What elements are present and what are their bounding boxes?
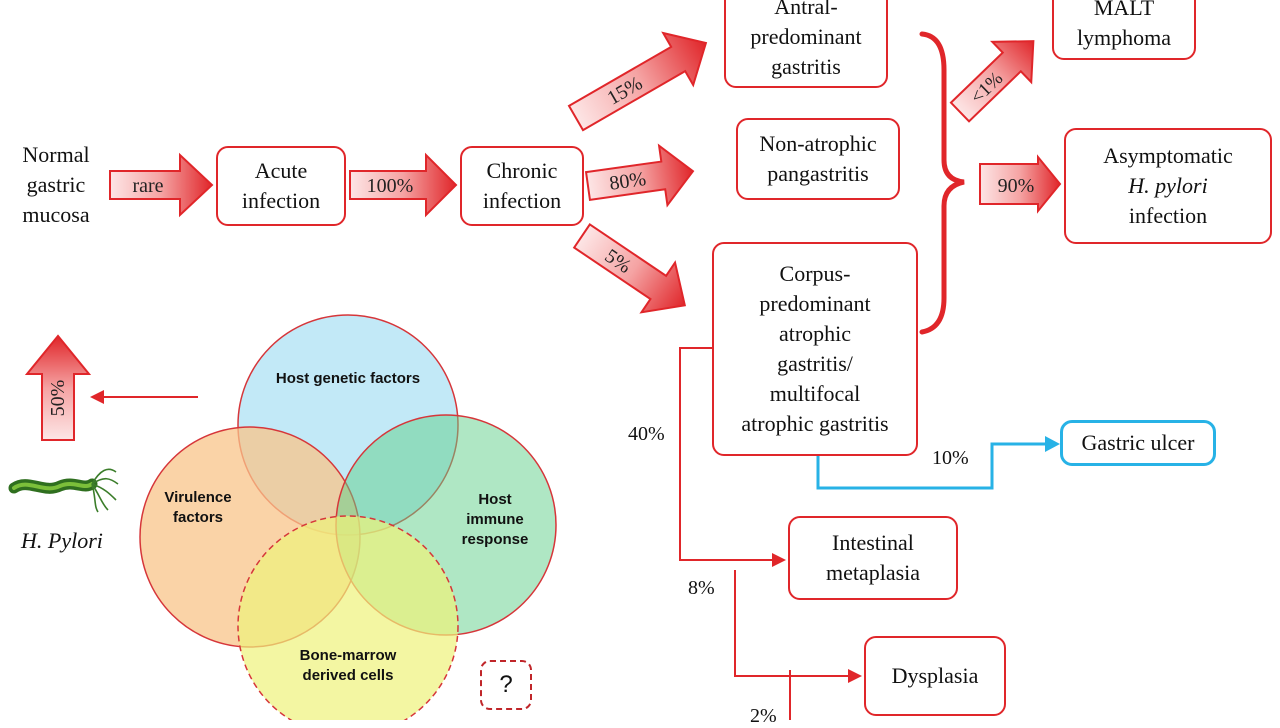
node-intestinal-metaplasia: Intestinal metaplasia [788,516,958,600]
node-acute-infection: Acute infection [216,146,346,226]
pct-to-intestinal: 40% [628,423,665,445]
pct-to-ulcer: 10% [932,447,969,469]
arrow-to-corpus: 5% [572,223,687,314]
arrow-to-chronic: 100% [349,152,458,218]
node-malt-lymphoma: MALT lymphoma [1052,0,1196,60]
asym-line-1: Asymptomatic [1103,143,1233,168]
question-box: ? [480,660,532,710]
venn-label-immune: Host immune response [461,491,529,548]
organism-label: H. Pylori [21,528,103,553]
venn-label-virulence: Virulence factors [164,489,232,526]
asym-line-3: infection [1128,203,1208,228]
node-asymptomatic-infection: Asymptomatic H. pylori infection [1064,128,1272,244]
arrow-hp-up: 50% [24,334,92,441]
connector-lines [100,347,850,720]
node-corpus-atrophic-gastritis: Corpus- predominant atrophic gastritis/ … [712,242,918,456]
grouping-brace [919,31,965,335]
arrow-rare: rare [109,152,214,218]
node-gastric-ulcer: Gastric ulcer [1060,420,1216,466]
arrow-to-asym: 90% [979,154,1062,214]
connector-arrowheads [90,390,862,683]
node-antral-gastritis: Antral- predominant gastritis [724,0,888,88]
connector-ulcer [816,436,1060,490]
node-non-atrophic-pangastritis: Non-atrophic pangastritis [736,118,900,200]
h-pylori-illustration [8,468,119,513]
node-dysplasia: Dysplasia [864,636,1006,716]
node-normal-gastric-mucosa: Normal gastric mucosa [22,142,90,227]
arrow-to-nonatrophic: 80% [584,143,695,208]
pct-bottom: 2% [750,705,777,727]
arrow-label-rare: rare [132,175,163,197]
arrow-label-to-nonatrophic: 80% [608,168,647,195]
venn-label-bone-marrow: Bone-marrow derived cells [299,647,397,684]
arrow-label-hp-up: 50% [47,380,69,417]
node-chronic-infection: Chronic infection [460,146,584,226]
pct-to-dysplasia: 8% [688,577,715,599]
asym-line-2: H. pylori [1128,173,1208,198]
venn-bone-marrow [237,515,459,720]
venn-label-host-genetic: Host genetic factors [275,370,421,387]
arrow-label-to-asym: 90% [998,175,1035,197]
venn-diagram [139,314,557,720]
arrow-label-to-chronic: 100% [367,175,414,197]
arrow-to-antral: 15% [567,31,708,132]
arrow-to-malt: <1% [949,40,1035,123]
